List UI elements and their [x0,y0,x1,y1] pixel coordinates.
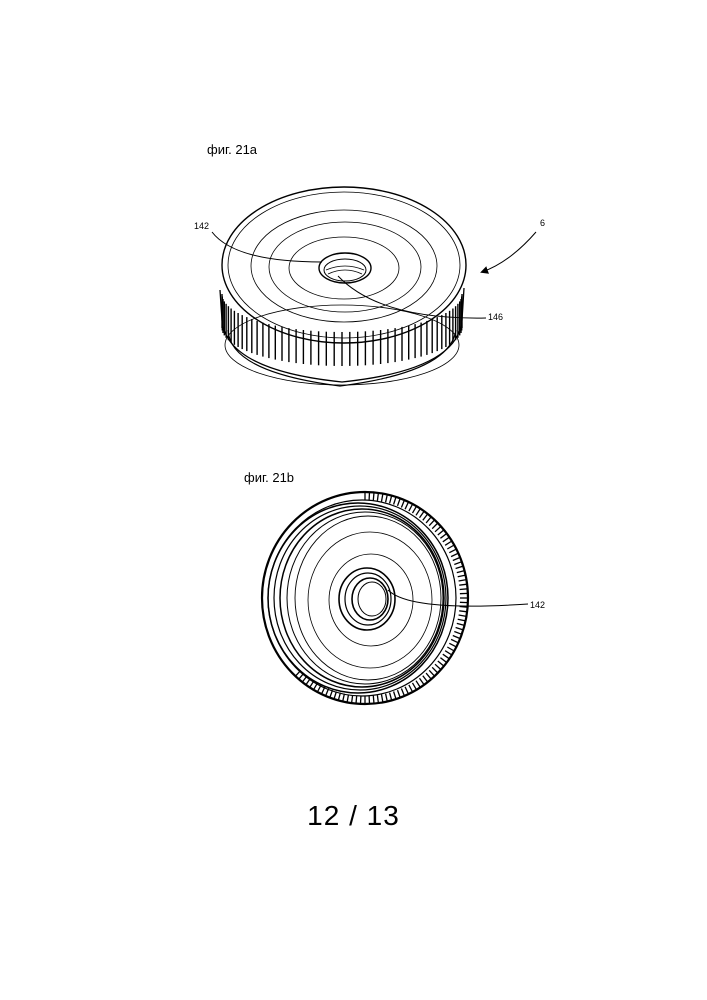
ref-6: 6 [540,218,545,228]
page-number: 12 / 13 [0,800,707,832]
ref-142-21b: 142 [530,600,545,610]
ref-146: 146 [488,312,503,322]
figure-21b-leaders [388,590,528,606]
ref-142-21a: 142 [194,221,209,231]
figure-21b-cap [262,492,468,704]
figure-21a-cap [220,187,466,386]
figure-21a-leaders [212,232,536,318]
